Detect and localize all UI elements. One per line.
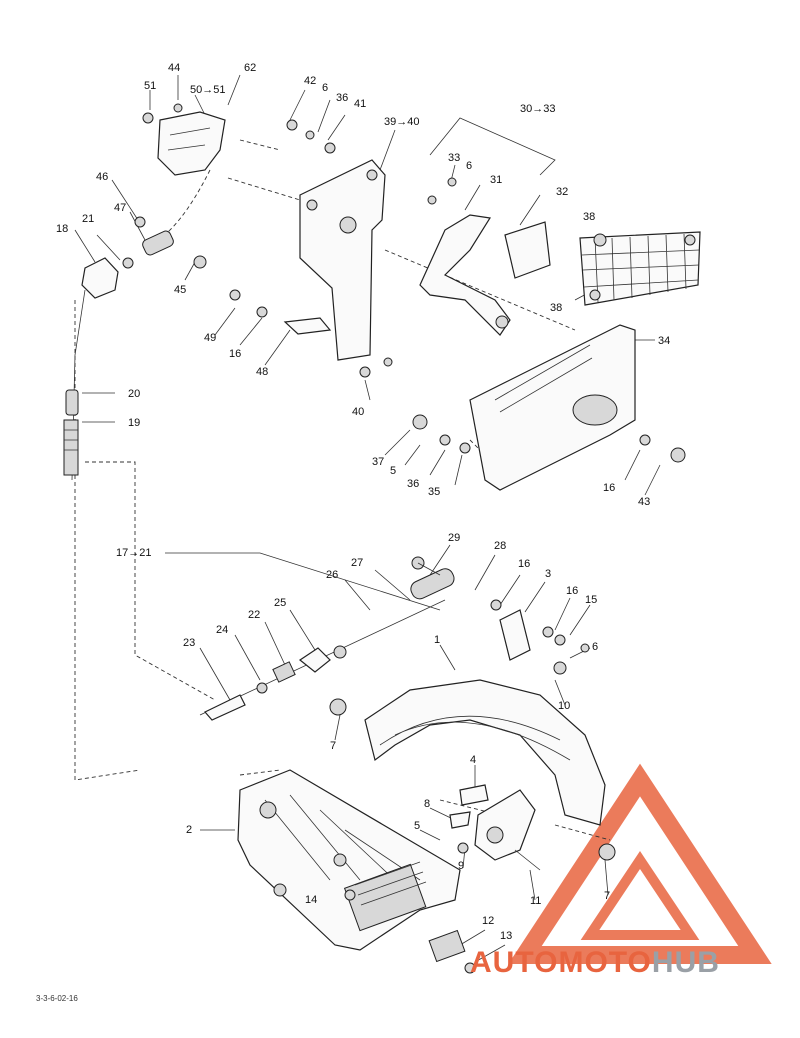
part-label-35: 35 bbox=[428, 486, 441, 498]
part-label-7: 7 bbox=[330, 740, 337, 752]
part-label-2: 2 bbox=[186, 824, 193, 836]
part-label-5b: 5 bbox=[414, 820, 421, 832]
part-label-9: 9 bbox=[458, 860, 465, 872]
part-label-43: 43 bbox=[638, 496, 651, 508]
part-label-12: 12 bbox=[482, 915, 495, 927]
part-label-36: 36 bbox=[336, 92, 349, 104]
part-label-6c: 6 bbox=[592, 641, 599, 653]
part-label-5: 5 bbox=[390, 465, 397, 477]
part-label-18: 18 bbox=[56, 223, 69, 235]
part-label-42: 42 bbox=[304, 75, 317, 87]
part-label-46: 46 bbox=[96, 171, 109, 183]
watermark-brand: AUTOMOTOHUB bbox=[470, 946, 720, 980]
part-label-50-51: 50→51 bbox=[190, 84, 226, 96]
part-label-40: 40 bbox=[352, 406, 365, 418]
part-label-19: 19 bbox=[128, 417, 141, 429]
part-label-48: 48 bbox=[256, 366, 269, 378]
part-label-25: 25 bbox=[274, 597, 287, 609]
part-label-10: 10 bbox=[558, 700, 571, 712]
part-label-49: 49 bbox=[204, 332, 217, 344]
watermark-logo-icon bbox=[508, 763, 772, 964]
part-label-41: 41 bbox=[354, 98, 367, 110]
part-label-47: 47 bbox=[114, 202, 127, 214]
part-label-21: 21 bbox=[82, 213, 95, 225]
part-label-6: 6 bbox=[322, 82, 329, 94]
part-label-45: 45 bbox=[174, 284, 187, 296]
part-label-3: 3 bbox=[545, 568, 552, 580]
part-label-16d: 16 bbox=[566, 585, 579, 597]
part-label-33: 33 bbox=[448, 152, 461, 164]
part-label-28: 28 bbox=[494, 540, 507, 552]
drawing-code: 3-3-6-02-16 bbox=[36, 994, 78, 1003]
part-label-23: 23 bbox=[183, 637, 196, 649]
part-label-38b: 38 bbox=[550, 302, 563, 314]
part-label-24: 24 bbox=[216, 624, 229, 636]
part-label-16c: 16 bbox=[518, 558, 531, 570]
part-label-16: 16 bbox=[229, 348, 242, 360]
part-label-31: 31 bbox=[490, 174, 503, 186]
watermark-text-hub: HUB bbox=[651, 946, 720, 979]
part-label-8: 8 bbox=[424, 798, 431, 810]
part-label-38: 38 bbox=[583, 211, 596, 223]
part-label-17-21: 17→21 bbox=[116, 547, 152, 559]
part-label-51: 51 bbox=[144, 80, 157, 92]
part-label-22: 22 bbox=[248, 609, 261, 621]
part-label-29: 29 bbox=[448, 532, 461, 544]
part-label-7b: 7 bbox=[604, 890, 611, 902]
part-label-39-40: 39→40 bbox=[384, 116, 420, 128]
part-label-44: 44 bbox=[168, 62, 181, 74]
part-label-16b: 16 bbox=[603, 482, 616, 494]
part-label-20: 20 bbox=[128, 388, 141, 400]
part-label-4: 4 bbox=[470, 754, 477, 766]
part-label-27: 27 bbox=[351, 557, 364, 569]
part-label-11: 11 bbox=[530, 895, 542, 907]
part-label-26: 26 bbox=[326, 569, 339, 581]
part-label-14: 14 bbox=[305, 894, 318, 906]
part-label-62: 62 bbox=[244, 62, 257, 74]
watermark-text-main: AUTOMOTO bbox=[470, 946, 652, 979]
part-label-13: 13 bbox=[500, 930, 513, 942]
part-label-15: 15 bbox=[585, 594, 598, 606]
part-label-34: 34 bbox=[658, 335, 671, 347]
part-label-32: 32 bbox=[556, 186, 569, 198]
part-label-37: 37 bbox=[372, 456, 385, 468]
part-label-1: 1 bbox=[434, 634, 441, 646]
part-label-30-33: 30→33 bbox=[520, 103, 556, 115]
part-label-6b: 6 bbox=[466, 160, 473, 172]
part-label-36b: 36 bbox=[407, 478, 420, 490]
